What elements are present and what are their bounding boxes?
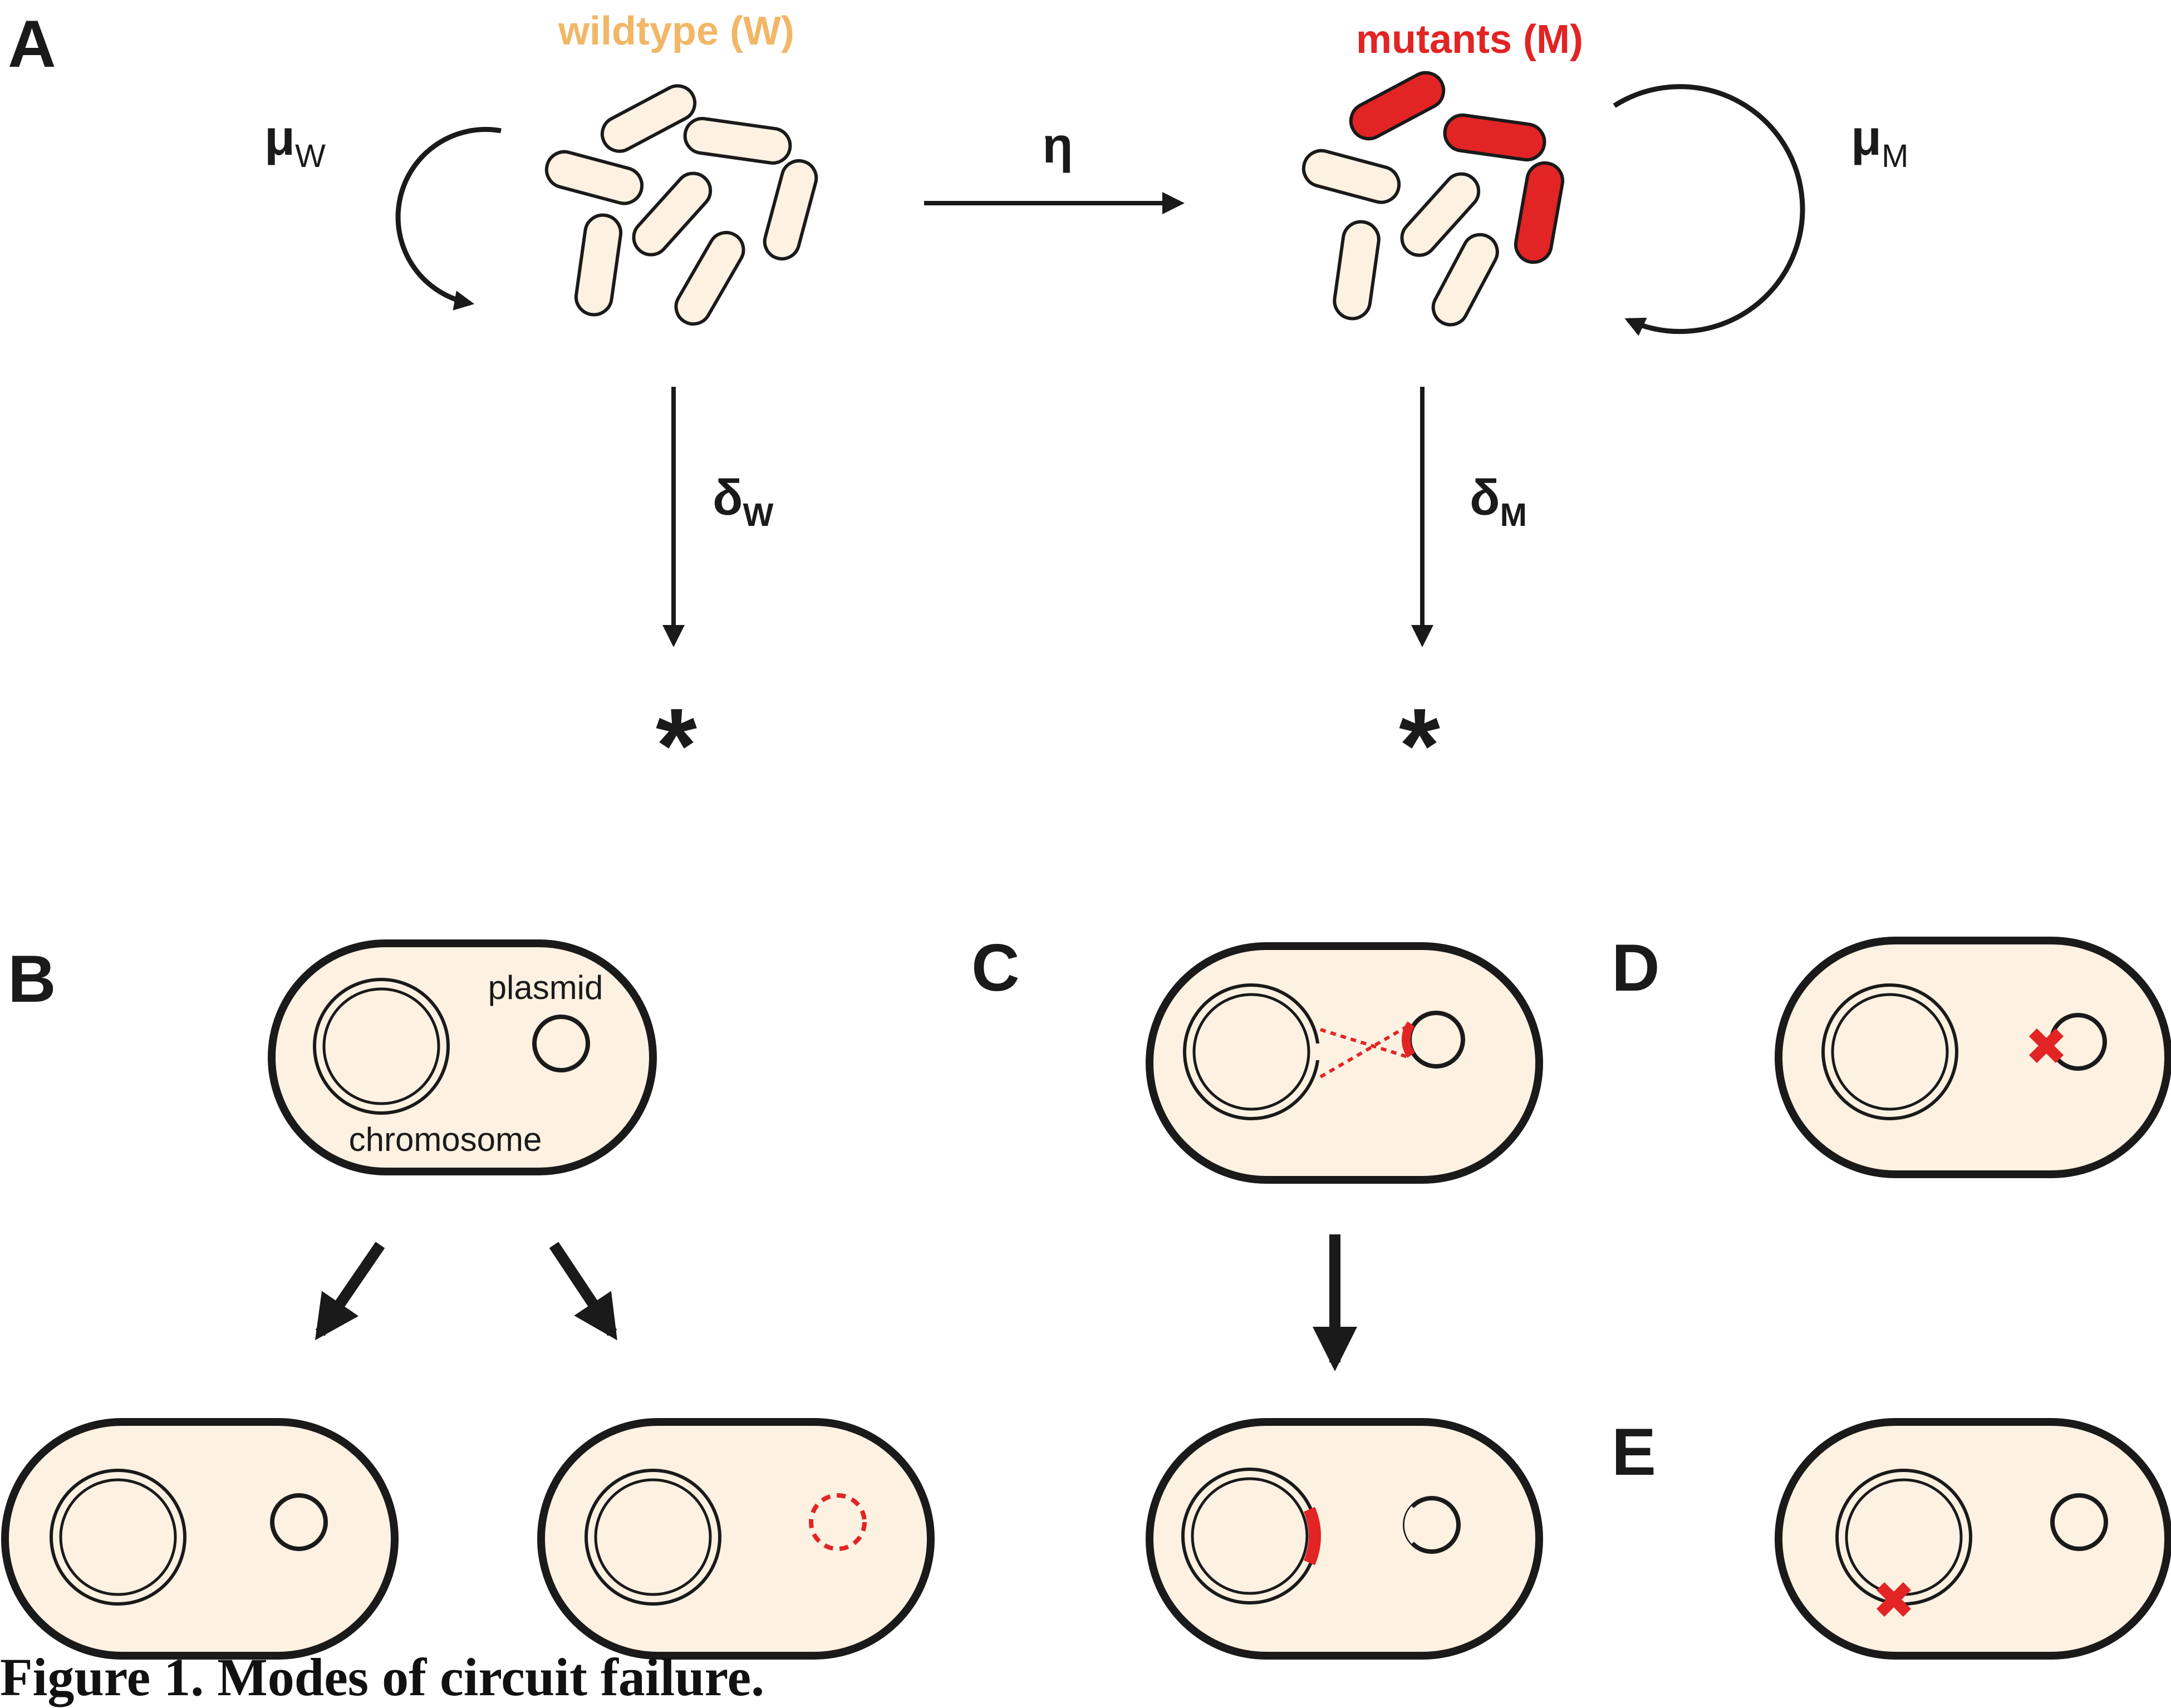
chromosome-outer-ring [50,1469,186,1606]
division-arrow-right [549,1242,617,1341]
crossover-line [1319,1023,1411,1079]
chromosome-label: chromosome [349,1121,542,1158]
plasmid-homology-region [1402,1021,1415,1058]
crossover-line [1320,1028,1410,1059]
wildtype-cell [574,213,623,317]
integrated-segment [1303,1507,1321,1566]
plasmid-label: plasmid [488,969,603,1006]
cell-c-recombination [1146,942,1543,1184]
mu-w-label: μW [264,110,326,174]
cell-c-integrated [1146,1418,1543,1660]
eta-label: η [1043,118,1073,174]
plasmid-mutation-cross-icon [2028,1028,2064,1064]
wildtype-cell [674,230,745,326]
division-arrow-left [315,1242,385,1341]
wildtype-cell [763,159,818,260]
wildtype-growth-loop-arrow [395,127,502,311]
wildtype-cell [683,117,792,165]
mutant-cell [1349,71,1446,141]
panel-label-e: E [1612,1415,1656,1489]
cell-b-daughter-retained [1,1418,399,1660]
wildtype-cell-cluster [544,84,818,326]
lost-plasmid-dashed [809,1493,867,1551]
chromosome-outer-ring [313,978,450,1115]
wildtype-cell [544,150,644,205]
mutant-sink-symbol: * [1399,687,1440,805]
panel-label-a: A [8,7,56,81]
chromosome-inner-ring [1831,993,1949,1111]
panel-label-b: B [8,942,56,1016]
chromosome-inner-ring [1192,993,1310,1111]
wildtype-title: wildtype (W) [558,9,794,53]
plasmid [270,1493,328,1551]
delta-w-label: δW [713,470,774,533]
chromosome-mutation-cross-icon [1876,1582,1912,1617]
plasmid-excised-gap [1404,1506,1414,1544]
cell-d-plasmid-mutation [1775,937,2171,1178]
wildtype-cell [632,171,713,257]
wildtype-cell [1333,220,1381,321]
wildtype-cell [1301,149,1401,204]
chromosome-inner-ring [59,1478,177,1596]
wildtype-cell [600,84,697,153]
cell-b-daughter-plasmid-lost [537,1418,935,1660]
chromosome-outer-ring [584,1469,721,1606]
mutants-title: mutants (M) [1356,17,1583,62]
wildtype-cell [1431,233,1499,327]
mutant-cell-cluster [1301,71,1565,327]
mutant-cell [1514,161,1565,264]
figure-caption: Figure 1. Modes of circuit failure. [0,1647,765,1707]
delta-m-label: δM [1470,470,1527,533]
cell-e-chromosome-mutation [1775,1418,2171,1660]
mu-m-label: μM [1851,110,1908,174]
panel-label-d: D [1612,931,1660,1005]
chromosome-outer-ring [1821,983,1958,1120]
chromosome-inner-ring [594,1478,712,1596]
mutant-growth-loop-arrow [1613,84,1805,336]
chromosome-inner-ring [1191,1477,1309,1595]
wildtype-sink-symbol: * [656,687,697,805]
cell-b-parent: plasmid chromosome [268,939,657,1175]
plasmid [2050,1493,2108,1551]
chromosome-inner-ring [322,987,440,1105]
plasmid [532,1015,590,1072]
mutant-cell [1443,113,1546,162]
panel-label-c: C [971,931,1020,1005]
wildtype-cell [1400,172,1481,257]
